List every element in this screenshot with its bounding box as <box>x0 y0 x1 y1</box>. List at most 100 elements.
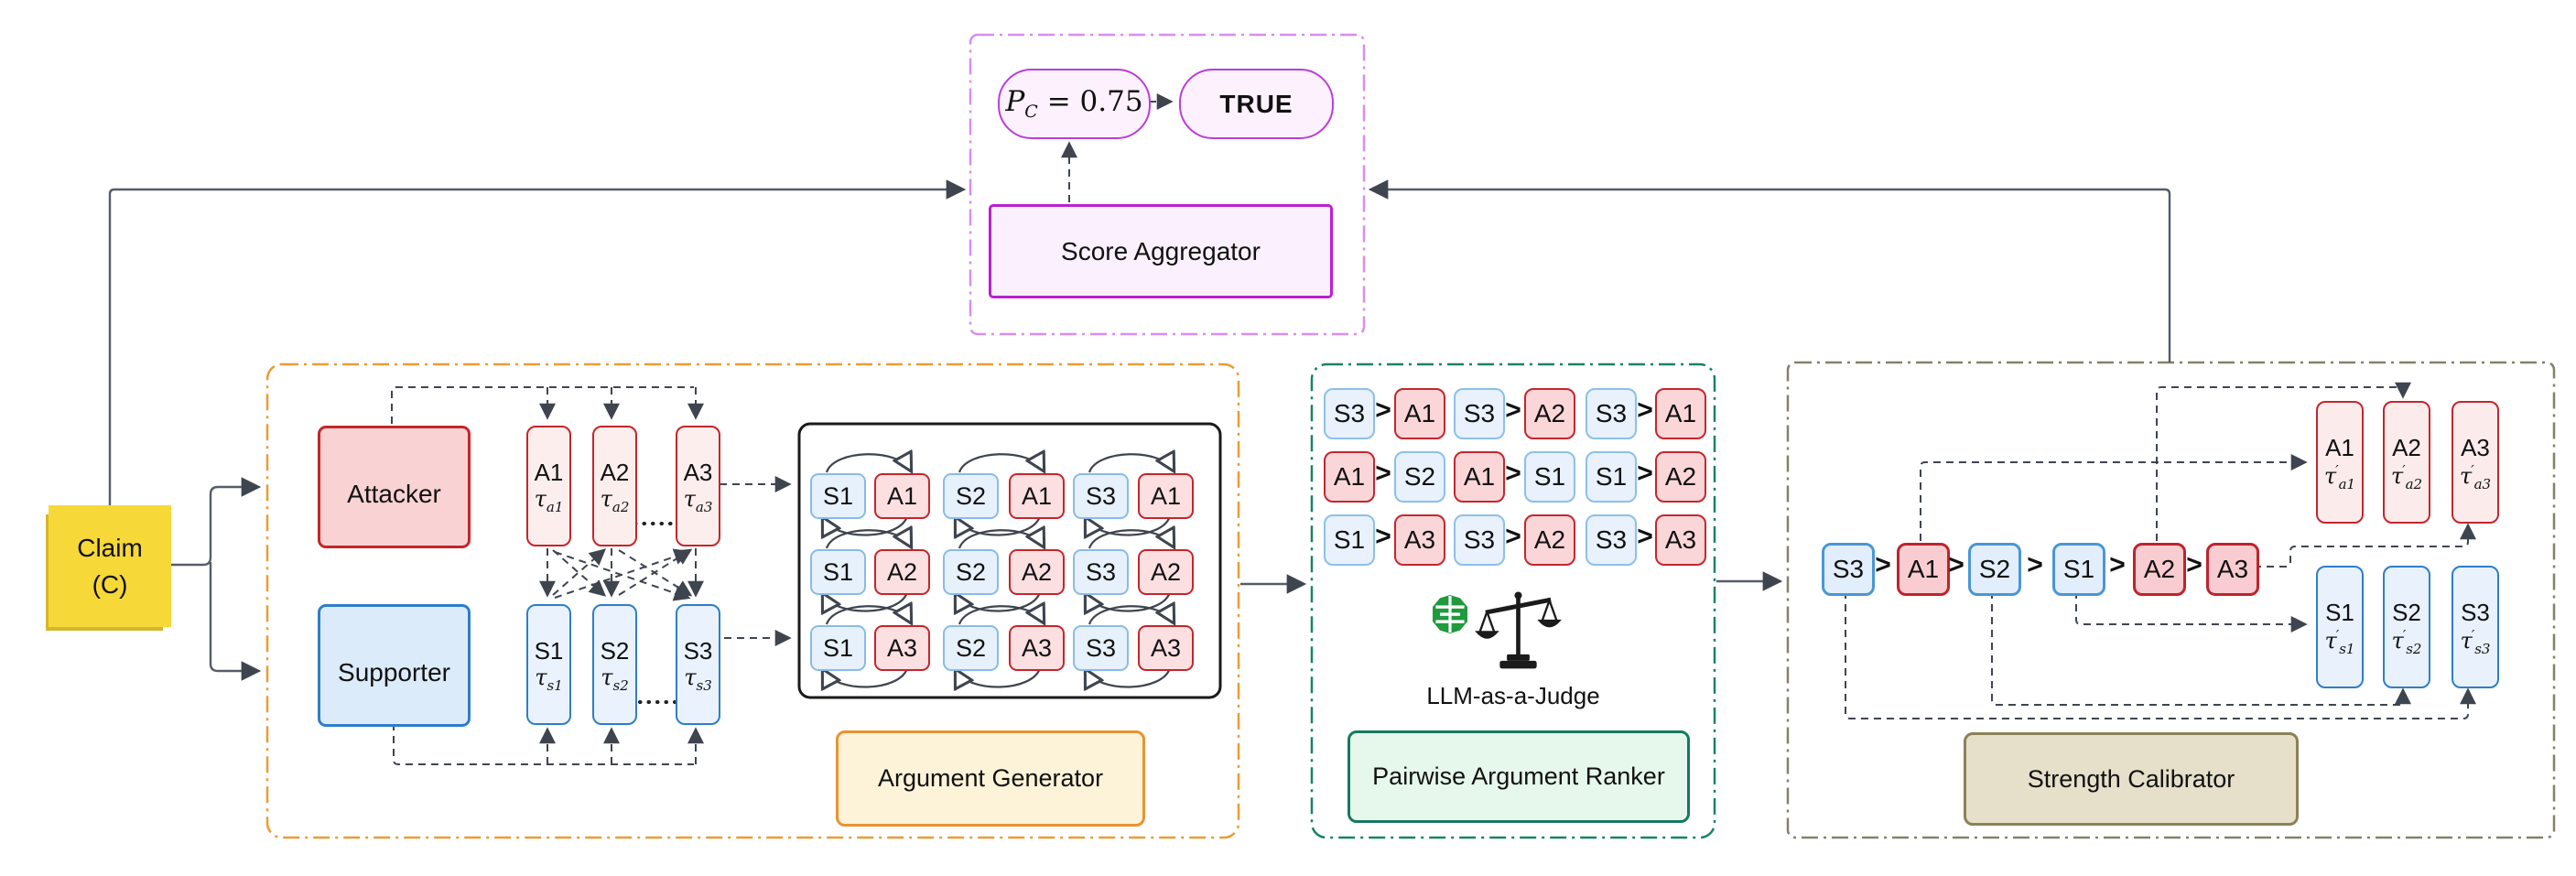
judge-scales-icon <box>1477 591 1560 668</box>
supporter-label: Supporter <box>338 658 450 687</box>
gt-symbol: > <box>2027 549 2043 580</box>
grid-cell: A2 <box>874 549 930 595</box>
grid-cell: S1 <box>810 549 866 595</box>
pairwise-ranker-label: Pairwise Argument Ranker <box>1372 762 1665 790</box>
rank-pair-right: A1 <box>1655 388 1706 439</box>
rank-pair-left: S3 <box>1586 514 1637 566</box>
grid-cell: S1 <box>810 625 866 671</box>
rank-pair-left: S3 <box>1454 514 1505 566</box>
grid-cell: A1 <box>1009 473 1065 519</box>
grid-cell: S3 <box>1073 625 1129 671</box>
score-aggregator-box: Score Aggregator <box>989 204 1333 298</box>
aggregator-container <box>969 33 1366 336</box>
gt-symbol: > <box>1505 521 1521 552</box>
argument-pill-a1: A1 τa1 <box>526 426 571 546</box>
supporter-box: Supporter <box>318 604 471 727</box>
calibrated-pill-s1: S1 τ′s1 <box>2316 566 2364 688</box>
tau-s1: τs1 <box>535 664 563 694</box>
claim-line1: Claim <box>77 534 143 563</box>
probability-value: PC = 0.75 <box>1005 85 1143 123</box>
rank-pair-right: A3 <box>1655 514 1706 566</box>
grid-cell: A3 <box>874 625 930 671</box>
ellipsis-dots <box>633 522 680 704</box>
llm-judge-label: LLM-as-a-Judge <box>1426 682 1600 709</box>
rank-pair-right: S2 <box>1394 451 1445 503</box>
gt-symbol: > <box>1948 549 1964 580</box>
rank-pair-right: A2 <box>1524 514 1575 566</box>
gt-symbol: > <box>1375 458 1391 489</box>
gt-symbol: > <box>1375 521 1391 552</box>
calibrator-container <box>1786 361 2556 839</box>
argument-generator-label: Argument Generator <box>877 764 1104 792</box>
argument-generator-label-box: Argument Generator <box>836 730 1145 827</box>
gt-symbol: > <box>2109 549 2126 580</box>
gt-symbol: > <box>1637 395 1653 426</box>
tau-a3: τa3 <box>683 485 713 515</box>
rank-pair-right: A3 <box>1394 514 1445 566</box>
tau-prime-a2: τ′a2 <box>2390 461 2423 492</box>
rank-pair-right: A1 <box>1394 388 1445 439</box>
chain-node: S3 <box>1822 543 1875 596</box>
chain-node: A1 <box>1897 543 1950 596</box>
rank-pair-left: S3 <box>1586 388 1637 439</box>
aggregator-arrows <box>1061 93 1174 202</box>
tau-prime-a1: τ′a1 <box>2323 461 2356 492</box>
gt-symbol: > <box>1505 395 1521 426</box>
argument-pill-s3: S3 τs3 <box>676 604 720 725</box>
generator-container <box>265 362 1240 839</box>
grid-cell: A3 <box>1138 625 1194 671</box>
gt-symbol: > <box>2186 549 2203 580</box>
verdict-label: TRUE <box>1219 89 1293 118</box>
tau-a2: τa2 <box>600 485 630 515</box>
rank-pair-left: S3 <box>1324 388 1375 439</box>
gt-symbol: > <box>1505 458 1521 489</box>
rank-pair-left: A1 <box>1454 451 1505 503</box>
generator-dashed-arrows <box>391 386 792 765</box>
tau-prime-a3: τ′a3 <box>2459 461 2492 492</box>
gt-symbol: > <box>1637 521 1653 552</box>
argument-pill-s2: S2 τs2 <box>592 604 637 725</box>
gt-symbol: > <box>1875 549 1891 580</box>
grid-cell: S2 <box>943 549 999 595</box>
calibrated-pill-s2: S2 τ′s2 <box>2383 566 2430 688</box>
rank-pair-left: S3 <box>1454 388 1505 439</box>
calibrated-pill-a1: A1 τ′a1 <box>2316 401 2364 524</box>
probability-pill: PC = 0.75 <box>998 69 1151 139</box>
chain-node: A3 <box>2206 543 2259 596</box>
calibrator-dashed-arrows <box>1845 382 2476 719</box>
score-aggregator-label: Score Aggregator <box>1061 236 1261 265</box>
calibrated-pill-s3: S3 τ′s3 <box>2452 566 2499 688</box>
tau-s2: τs2 <box>601 664 629 694</box>
attacker-box: Attacker <box>318 426 471 548</box>
tau-prime-s2: τ′s2 <box>2391 626 2422 657</box>
claim-node: Claim (C) <box>49 505 171 627</box>
pairwise-ranker-label-box: Pairwise Argument Ranker <box>1348 730 1690 823</box>
grid-cell: S3 <box>1073 473 1129 519</box>
gt-symbol: > <box>1637 458 1653 489</box>
grid-cell: S2 <box>943 473 999 519</box>
grid-cell: A1 <box>874 473 930 519</box>
gt-symbol: > <box>1375 395 1391 426</box>
ranker-container <box>1310 362 1716 839</box>
rank-pair-left: S1 <box>1586 451 1637 503</box>
calibrated-pill-a3: A3 τ′a3 <box>2452 401 2499 524</box>
claim-line2: (C) <box>92 569 128 599</box>
grid-cell: S2 <box>943 625 999 671</box>
grid-cell: A1 <box>1138 473 1194 519</box>
solid-flow-arrows <box>108 179 2171 681</box>
tau-s3: τs3 <box>684 664 712 694</box>
argument-pill-s1: S1 τs1 <box>526 604 571 725</box>
grid-cell: S1 <box>810 473 866 519</box>
attacker-label: Attacker <box>347 480 441 508</box>
strength-calibrator-label-box: Strength Calibrator <box>1964 732 2299 826</box>
tau-prime-s3: τ′s3 <box>2460 626 2491 657</box>
tau-a1: τa1 <box>534 485 564 515</box>
chain-node: S1 <box>2052 543 2105 596</box>
rank-pair-right: S1 <box>1524 451 1575 503</box>
rank-pair-right: A2 <box>1524 388 1575 439</box>
argument-pill-a2: A2 τa2 <box>592 426 637 546</box>
argument-pill-a3: A3 τa3 <box>676 426 720 546</box>
grid-cell: S3 <box>1073 549 1129 595</box>
rank-pair-left: A1 <box>1324 451 1375 503</box>
